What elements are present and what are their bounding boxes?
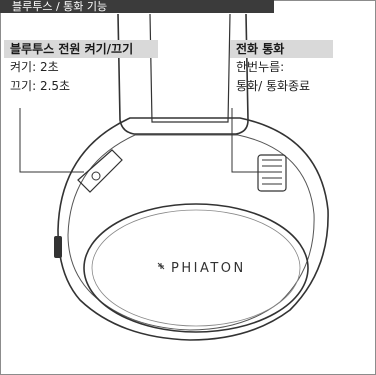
- power-icon: [91, 171, 101, 181]
- headband-inner: [149, 13, 231, 123]
- right-leader-line: [231, 108, 262, 173]
- power-instructions-box: 블루투스 전원 켜기/끄기 켜기: 2초 끄기: 2.5초: [4, 40, 158, 96]
- power-on-line: 켜기: 2초: [10, 60, 59, 74]
- headband: [117, 13, 249, 135]
- earcup-rim: [67, 134, 315, 331]
- left-leader-line: [19, 108, 84, 173]
- call-end-line: 통화/ 통화종료: [236, 79, 311, 93]
- call-instructions-title: 전화 통화: [230, 40, 333, 58]
- power-off-line: 끄기: 2.5초: [10, 79, 71, 93]
- power-button-housing: [77, 149, 123, 193]
- single-press-line: 한번누름:: [236, 60, 285, 74]
- earcup-faceplate: [83, 203, 309, 333]
- power-instructions-title: 블루투스 전원 켜기/끄기: [4, 40, 158, 58]
- volume-grip: [257, 154, 287, 192]
- earcup-shell: [57, 117, 329, 341]
- phiaton-logo-mark: [157, 262, 165, 270]
- section-header: 블루투스 / 통화 기능: [0, 0, 274, 13]
- usb-port: [54, 236, 62, 258]
- brand-logo: PHIATON: [171, 261, 246, 276]
- call-instructions-box: 전화 통화 한번누름: 통화/ 통화종료: [230, 40, 333, 96]
